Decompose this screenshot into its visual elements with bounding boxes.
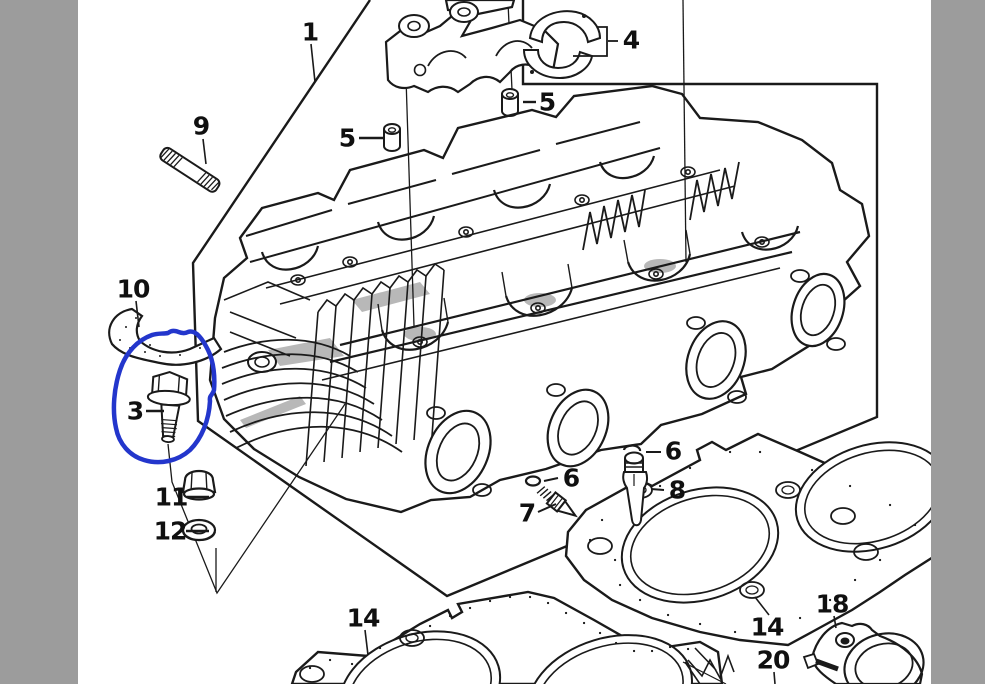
- head-gasket-right: [564, 432, 954, 647]
- letterbox-left: [0, 0, 78, 684]
- stud-bolt: [159, 146, 221, 193]
- dowel-pin-a: [383, 123, 401, 152]
- hand-drawn-circle-annotation: [111, 328, 217, 465]
- cam-holder: [384, 0, 560, 94]
- letterbox-right: [931, 0, 985, 684]
- part-18-holder: [802, 621, 925, 684]
- o-ring-b: [622, 444, 642, 452]
- o-ring-a: [524, 475, 542, 487]
- cap-nut: [181, 469, 217, 501]
- port-flanges: [424, 269, 846, 497]
- cylinder-head-drawing: [208, 84, 871, 514]
- flange-bolt: [146, 370, 191, 443]
- part-18-bolt: [802, 652, 839, 672]
- part-8-nozzle: [622, 451, 649, 527]
- part-7-plug: [536, 486, 578, 518]
- leader-lines: [135, 40, 837, 684]
- dowel-pin-b: [501, 88, 519, 117]
- bearing-shells: [522, 10, 608, 80]
- locating-shim: [108, 307, 223, 366]
- head-gasket-left: [290, 590, 724, 684]
- part-20-piece: [682, 647, 735, 684]
